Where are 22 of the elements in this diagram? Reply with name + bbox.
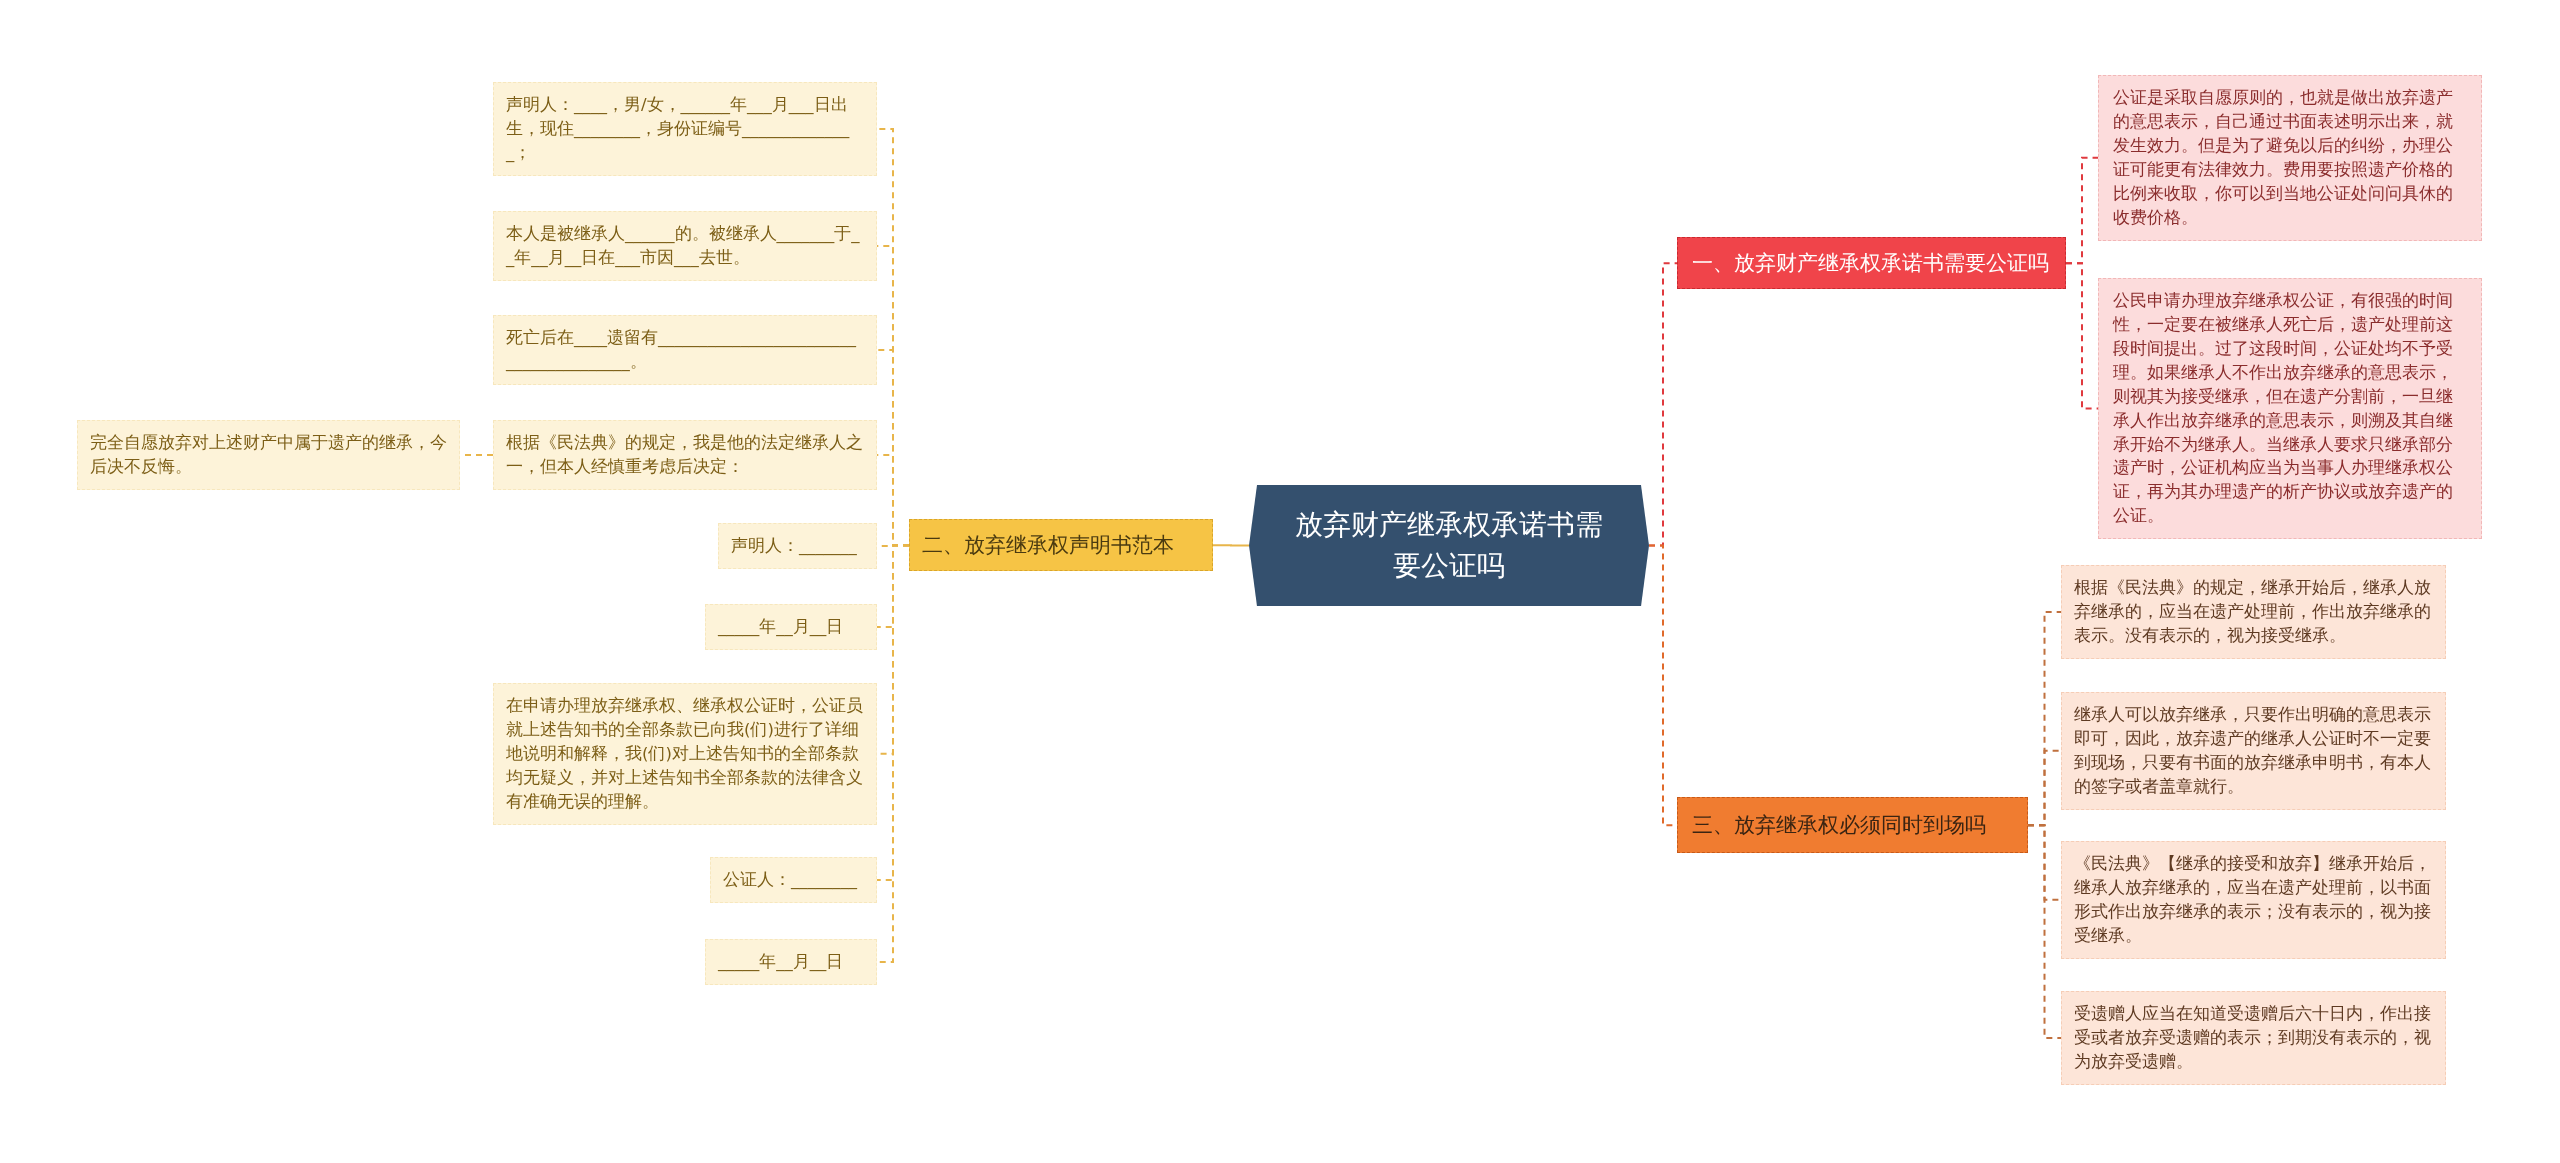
note-box: 根据《民法典》的规定，继承开始后，继承人放弃继承的，应当在遗产处理前，作出放弃继承的表示。没有表示的，视为接受继承。	[2061, 565, 2446, 659]
note-box: 公证是采取自愿原则的，也就是做出放弃遗产的意思表示，自己通过书面表述明示出来，就发生效力。但是为了避免以后的纠纷，办理公证可能更有法律效力。费用要按照遗产价格的比例来收取，你可以到当地公证处问问具休的收费价格。	[2098, 75, 2482, 241]
note-box: 公民申请办理放弃继承权公证，有很强的时间性，一定要在被继承人死亡后，遗产处理前这段时间提出。过了这段时间，公证处均不予受理。如果继承人不作出放弃继承的意思表示，则视其为接受继承，但在遗产分割前，一旦继承人作出放弃继承的意思表示，则溯及其自继承开始不为继承人。当继承人要求只继承部分遗产时，公证机构应当为当事人办理继承权公证，再为其办理遗产的析产协议或放弃遗产的公证。	[2098, 278, 2482, 540]
note-box: 公证人：________	[710, 857, 877, 903]
note-box: 死亡后在____遗留有_______________________________________。	[493, 315, 877, 385]
note-box: 根据《民法典》的规定，我是他的法定继承人之一，但本人经慎重考虑后决定：	[493, 420, 877, 490]
topic-box: 三、放弃继承权必须同时到场吗	[1677, 797, 2028, 854]
note-box: 本人是被继承人______的。被继承人_______于__年__月__日在___市因___去世。	[493, 211, 877, 281]
note-box: 声明人：_______	[718, 523, 877, 569]
topic-box: 二、放弃继承权声明书范本	[909, 519, 1213, 572]
note-box: 在申请办理放弃继承权、继承权公证时，公证员就上述告知书的全部条款已向我(们)进行了详细地说明和解释，我(们)对上述告知书的全部条款均无疑义，并对上述告知书全部条款的法律含义有准确无误的理解。	[493, 683, 877, 825]
connector-line	[2027, 824, 2062, 1039]
note-box: 声明人：____，男/女，______年___月___日出生，现住________，身份证编号______________；	[493, 82, 877, 176]
note-box: 完全自愿放弃对上述财产中属于遗产的继承，今后决不反悔。	[77, 420, 460, 490]
topic-box: 一、放弃财产继承权承诺书需要公证吗	[1677, 237, 2066, 290]
note-box: 继承人可以放弃继承，只要作出明确的意思表示即可，因此，放弃遗产的继承人公证时不一定要到现场，只要有书面的放弃继承申明书，有本人的签字或者盖章就行。	[2061, 692, 2446, 810]
note-box: _____年__月__日	[705, 939, 877, 985]
connector-line	[2065, 262, 2099, 410]
connector-line	[1212, 544, 1250, 547]
note-box: _____年__月__日	[705, 604, 877, 650]
note-box: 《民法典》【继承的接受和放弃】继承开始后，继承人放弃继承的，应当在遗产处理前，以书面形式作出放弃继承的表示；没有表示的，视为接受继承。	[2061, 841, 2446, 959]
note-box: 受遗赠人应当在知道受遗赠后六十日内，作出接受或者放弃受遗赠的表示；到期没有表示的，视为放弃受遗赠。	[2061, 991, 2446, 1085]
